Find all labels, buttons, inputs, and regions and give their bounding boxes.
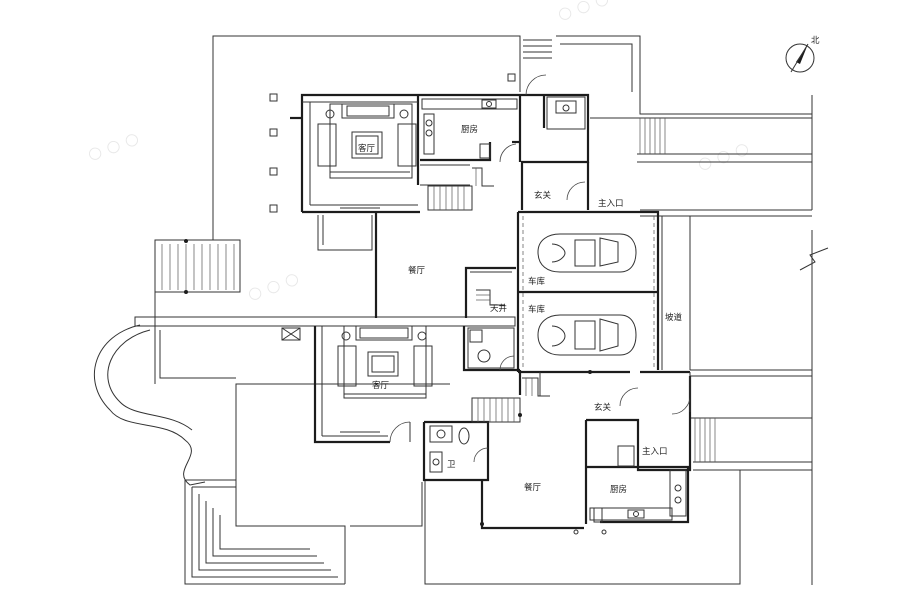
label-living-a: 客厅 bbox=[358, 143, 376, 154]
label-dining-a: 餐厅 bbox=[408, 266, 426, 276]
car-bottom bbox=[537, 314, 637, 356]
upper-living-sofa-set bbox=[317, 103, 417, 179]
garage-walls bbox=[516, 210, 663, 374]
curved-path bbox=[93, 324, 206, 486]
upper-bath bbox=[499, 74, 586, 201]
left-balcony bbox=[154, 239, 241, 384]
label-entrance-a: 主入口 bbox=[598, 198, 624, 209]
label-foyer-a: 玄关 bbox=[534, 190, 552, 201]
upper-stair bbox=[427, 167, 494, 211]
column-markers bbox=[269, 73, 516, 213]
lower-bath-upper bbox=[467, 327, 515, 371]
label-living-b: 客厅 bbox=[372, 380, 390, 391]
lower-doors bbox=[340, 370, 691, 535]
svg-text:○ ○ ○: ○ ○ ○ bbox=[245, 268, 301, 304]
pool bbox=[184, 479, 345, 585]
beam bbox=[134, 316, 516, 327]
label-foyer-b: 玄关 bbox=[594, 402, 612, 413]
car-top bbox=[537, 233, 637, 273]
svg-text:○ ○ ○: ○ ○ ○ bbox=[695, 138, 751, 174]
label-bath-b: 卫 bbox=[447, 460, 456, 470]
label-kitchen-b: 厨房 bbox=[610, 484, 627, 495]
label-kitchen-a: 厨房 bbox=[461, 124, 478, 135]
lower-kitchen-fixtures bbox=[589, 445, 687, 523]
terrace-steps bbox=[639, 118, 716, 462]
svg-text:○ ○ ○: ○ ○ ○ bbox=[85, 128, 141, 164]
lower-bathroom bbox=[429, 425, 489, 473]
lower-living-sofa-set bbox=[281, 325, 433, 399]
svg-text:○ ○ ○: ○ ○ ○ bbox=[555, 0, 611, 24]
label-dining-b: 餐厅 bbox=[524, 483, 542, 493]
label-garage-1: 车库 bbox=[528, 276, 546, 287]
north-label: 北 bbox=[811, 36, 820, 46]
site-outline bbox=[212, 35, 829, 585]
upper-unit-walls bbox=[300, 93, 590, 318]
lower-stair bbox=[471, 372, 550, 423]
label-entrance-b: 主入口 bbox=[642, 446, 668, 457]
upper-windows bbox=[290, 116, 380, 209]
label-atrium: 天井 bbox=[490, 303, 507, 314]
label-ramp: 坡道 bbox=[665, 312, 683, 323]
upper-kitchen-fixtures bbox=[421, 98, 518, 159]
north-arrow-icon bbox=[785, 43, 815, 73]
atrium bbox=[464, 266, 516, 318]
label-garage-2: 车库 bbox=[528, 304, 546, 315]
lower-unit-walls bbox=[313, 326, 692, 530]
room-labels: 客厅 厨房 玄关 主入口 餐厅 车库 车库 天井 坡道 客厅 玄关 主入口 卫 … bbox=[358, 124, 683, 495]
